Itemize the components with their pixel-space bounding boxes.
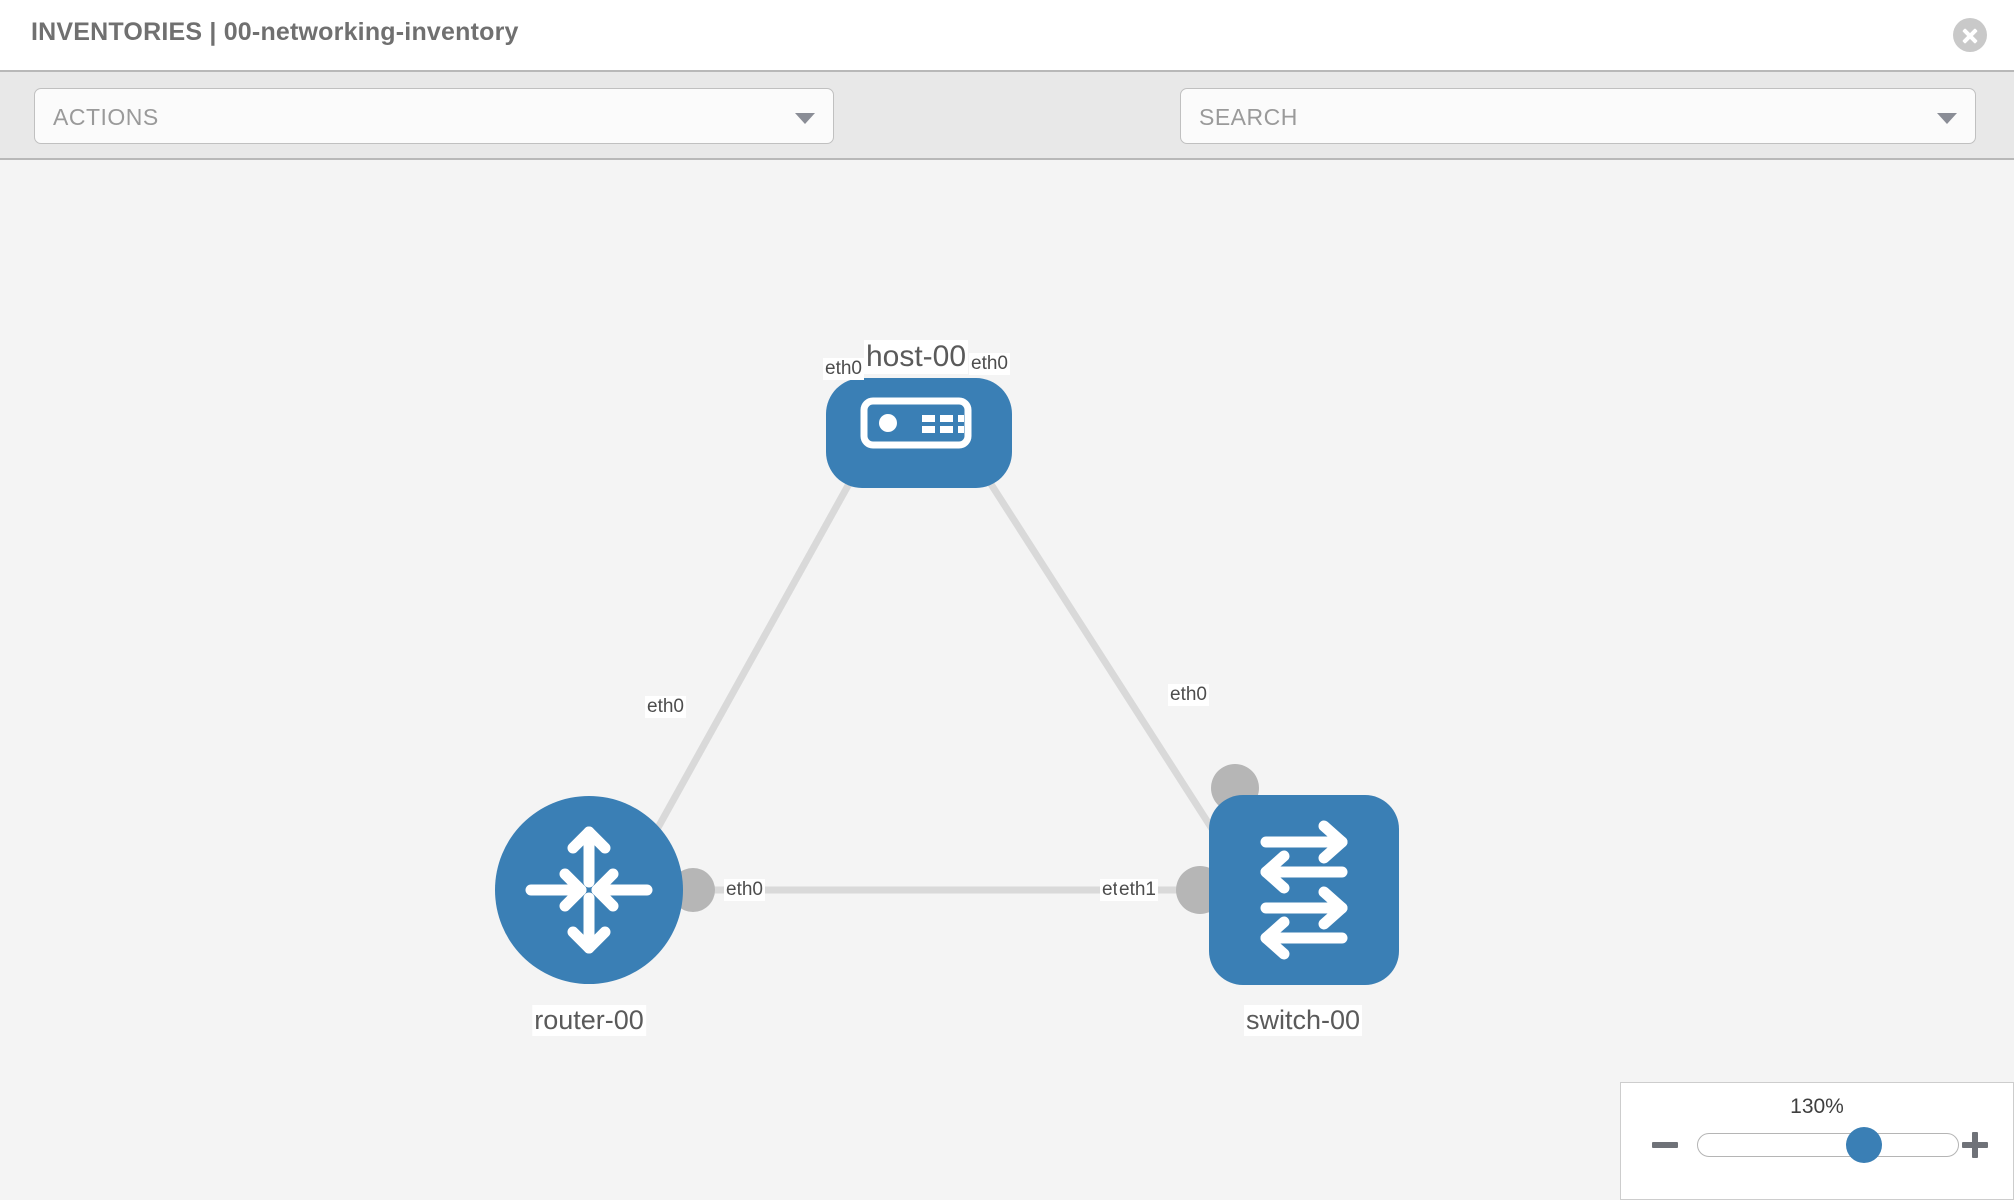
actions-dropdown[interactable]: ACTIONS [34, 88, 834, 144]
server-icon [860, 397, 972, 449]
edge-label-router-up-eth0: eth0 [645, 696, 686, 718]
zoom-in-button[interactable] [1959, 1129, 1991, 1161]
topology-canvas[interactable]: host-00 router-00 switch-00 eth0 eth0 et… [0, 160, 2014, 1200]
toolbar: ACTIONS SEARCH [0, 70, 2014, 201]
search-placeholder: SEARCH [1199, 104, 1298, 130]
topology-graph [495, 378, 1399, 985]
switch-00-label: switch-00 [1243, 1005, 1363, 1036]
page-title: INVENTORIES | 00-networking-inventory [31, 18, 519, 46]
close-icon[interactable] [1953, 18, 1987, 52]
edge-label-switch-left-eth1: eth1 [1117, 879, 1158, 901]
edge-label-host-right-eth0: eth0 [969, 353, 1010, 375]
edge-label-host-left-eth0: eth0 [823, 358, 864, 380]
page-header: INVENTORIES | 00-networking-inventory [0, 0, 2014, 70]
zoom-out-button[interactable] [1649, 1129, 1681, 1161]
zoom-slider[interactable] [1697, 1127, 1959, 1163]
node-host-00 [826, 378, 1012, 488]
edge-host-switch [952, 426, 1235, 862]
edge-label-switch-up-eth0: eth0 [1168, 684, 1209, 706]
zoom-percent-label: 130% [1790, 1095, 1844, 1118]
edge-label-router-right-eth0: eth0 [724, 879, 765, 901]
zoom-slider-handle[interactable] [1846, 1127, 1883, 1163]
zoom-control: 130% [1620, 1082, 2014, 1200]
router-arrows-icon [525, 826, 653, 954]
search-input[interactable]: SEARCH [1180, 88, 1976, 144]
node-router-00 [495, 796, 683, 984]
router-00-label: router-00 [532, 1005, 646, 1036]
switch-arrows-icon [1260, 820, 1348, 960]
actions-dropdown-label: ACTIONS [53, 104, 159, 130]
chevron-down-icon [795, 113, 815, 124]
edge-host-router [636, 426, 884, 862]
host-00-label: host-00 [863, 340, 969, 374]
node-switch-00 [1209, 795, 1399, 985]
chevron-down-icon [1937, 113, 1957, 124]
